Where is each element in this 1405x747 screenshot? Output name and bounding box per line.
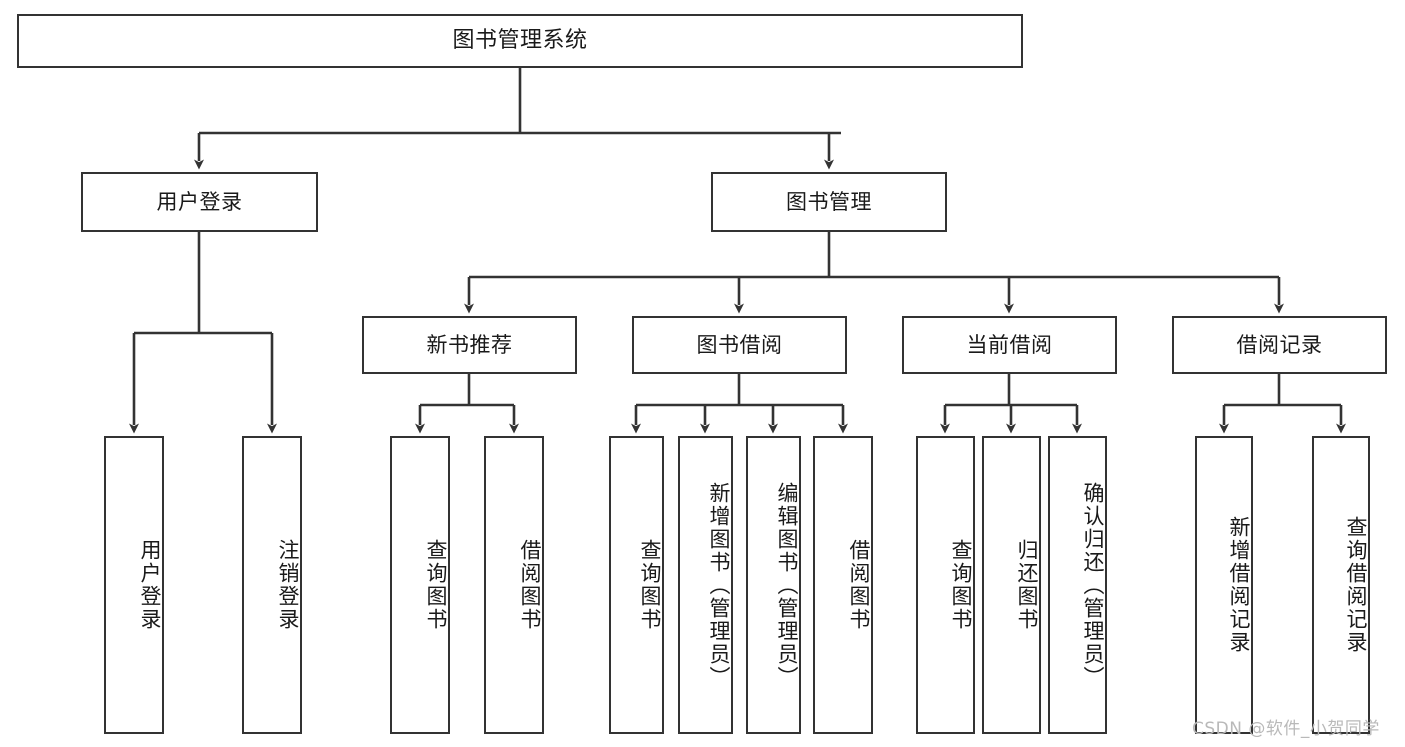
- node-label: 编辑图书（管理员）: [775, 481, 799, 689]
- edge-root-to-level1: [194, 68, 841, 170]
- node-borrow-record[interactable]: 借阅记录: [1172, 316, 1387, 374]
- node-leaf-borrow-query-book[interactable]: 查询图书: [609, 436, 664, 734]
- node-leaf-recommend-query-book[interactable]: 查询图书: [390, 436, 450, 734]
- node-user-login[interactable]: 用户登录: [81, 172, 318, 232]
- node-root[interactable]: 图书管理系统: [17, 14, 1023, 68]
- node-label: 确认归还（管理员）: [1081, 481, 1105, 689]
- edge-currentborrow-to-leaves: [940, 374, 1082, 434]
- node-leaf-record-query[interactable]: 查询借阅记录: [1312, 436, 1370, 734]
- node-leaf-user-login[interactable]: 用户登录: [104, 436, 164, 734]
- node-label: 借阅记录: [1236, 332, 1323, 357]
- node-label: 用户登录: [138, 539, 162, 631]
- node-leaf-current-query-book[interactable]: 查询图书: [916, 436, 975, 734]
- node-leaf-borrow-add-book-admin[interactable]: 新增图书（管理员）: [678, 436, 733, 734]
- node-leaf-recommend-borrow-book[interactable]: 借阅图书: [484, 436, 544, 734]
- node-new-book-recommend[interactable]: 新书推荐: [362, 316, 577, 374]
- node-label: 查询借阅记录: [1344, 516, 1368, 654]
- node-leaf-borrow-lend-book[interactable]: 借阅图书: [813, 436, 873, 734]
- node-label: 查询图书: [424, 539, 448, 631]
- edge-newbookrec-to-leaves: [415, 374, 519, 434]
- watermark: CSDN @软件_小贺同学: [1192, 719, 1380, 739]
- node-label: 借阅图书: [847, 539, 871, 631]
- node-label: 查询图书: [638, 539, 662, 631]
- node-label: 当前借阅: [966, 332, 1053, 357]
- node-label: 新增图书（管理员）: [707, 481, 731, 689]
- node-label: 用户登录: [156, 189, 243, 214]
- node-book-manage[interactable]: 图书管理: [711, 172, 947, 232]
- node-label: 图书管理系统: [452, 28, 588, 54]
- edge-bookmanage-to-level2: [464, 232, 1284, 314]
- edge-bookborrow-to-leaves: [631, 374, 848, 434]
- node-leaf-current-confirm-return-admin[interactable]: 确认归还（管理员）: [1048, 436, 1107, 734]
- node-label: 查询图书: [949, 539, 973, 631]
- node-label: 归还图书: [1015, 539, 1039, 631]
- node-label: 新增借阅记录: [1227, 516, 1251, 654]
- edge-userlogin-to-leaves: [129, 232, 277, 434]
- node-label: 注销登录: [276, 539, 300, 631]
- node-current-borrow[interactable]: 当前借阅: [902, 316, 1117, 374]
- node-label: 图书借阅: [696, 332, 783, 357]
- node-label: 借阅图书: [518, 539, 542, 631]
- node-leaf-current-return-book[interactable]: 归还图书: [982, 436, 1041, 734]
- edge-borrowrecord-to-leaves: [1219, 374, 1346, 434]
- node-leaf-user-logout[interactable]: 注销登录: [242, 436, 302, 734]
- node-label: 图书管理: [786, 189, 872, 214]
- node-leaf-record-add[interactable]: 新增借阅记录: [1195, 436, 1253, 734]
- node-book-borrow[interactable]: 图书借阅: [632, 316, 847, 374]
- node-leaf-borrow-edit-book-admin[interactable]: 编辑图书（管理员）: [746, 436, 801, 734]
- node-label: 新书推荐: [426, 332, 513, 357]
